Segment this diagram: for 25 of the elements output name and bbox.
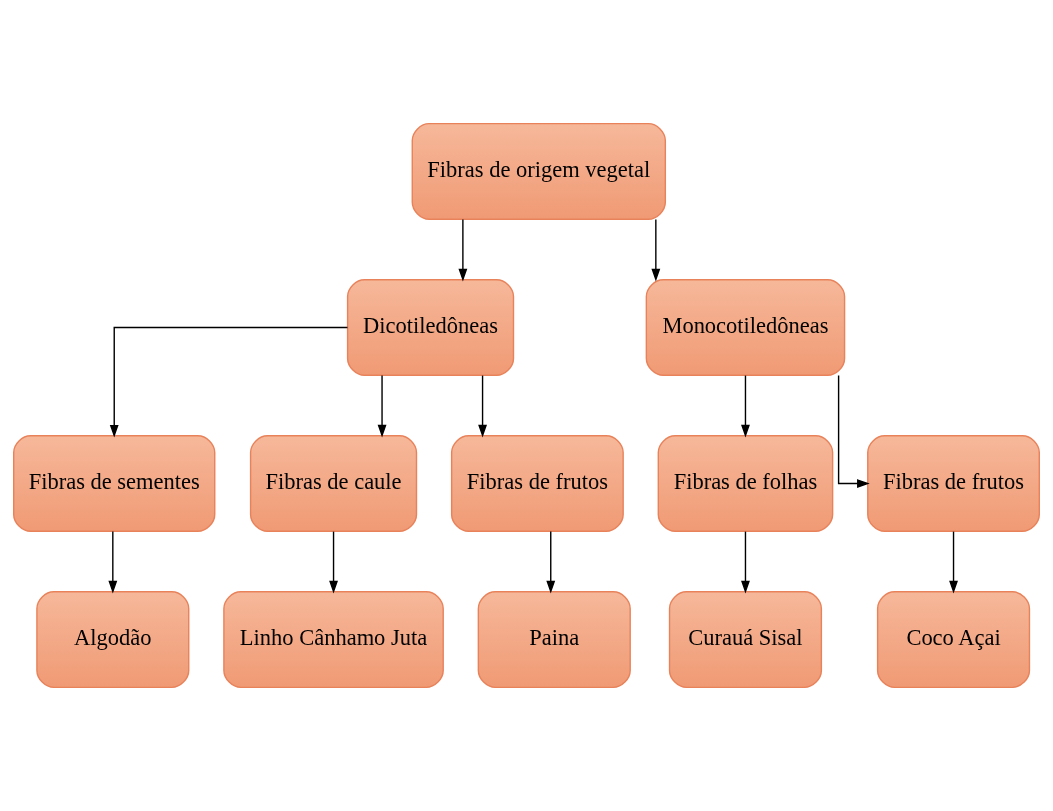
arrow — [377, 374, 387, 438]
arrow — [109, 326, 349, 438]
arrow — [329, 530, 338, 594]
arrow — [108, 530, 118, 594]
node-box: Curauá Sisal — [668, 591, 823, 689]
node-box: Monocotiledôneas — [645, 278, 846, 376]
node-box: Coco Açai — [876, 591, 1031, 689]
node-box: Paina — [477, 591, 631, 689]
node-box: Fibras de sementes — [13, 435, 216, 533]
arrow — [478, 374, 487, 438]
node-box: Fibras de origem vegetal — [411, 122, 667, 220]
node-box: Fibras de frutos — [450, 435, 624, 533]
node-box: Dicotiledôneas — [346, 278, 515, 376]
arrow — [837, 374, 870, 488]
node-box: Fibras de caule — [249, 435, 418, 533]
node-box: Algodão — [36, 591, 190, 689]
arrow — [949, 530, 958, 594]
arrow — [741, 374, 750, 438]
arrow — [546, 530, 556, 594]
arrow — [741, 530, 750, 594]
node-box: Fibras de folhas — [657, 435, 834, 533]
node-box: Fibras de frutos — [867, 435, 1040, 533]
arrow — [458, 218, 468, 282]
node-box: Linho Cânhamo Juta — [223, 591, 444, 689]
arrow — [651, 218, 661, 282]
